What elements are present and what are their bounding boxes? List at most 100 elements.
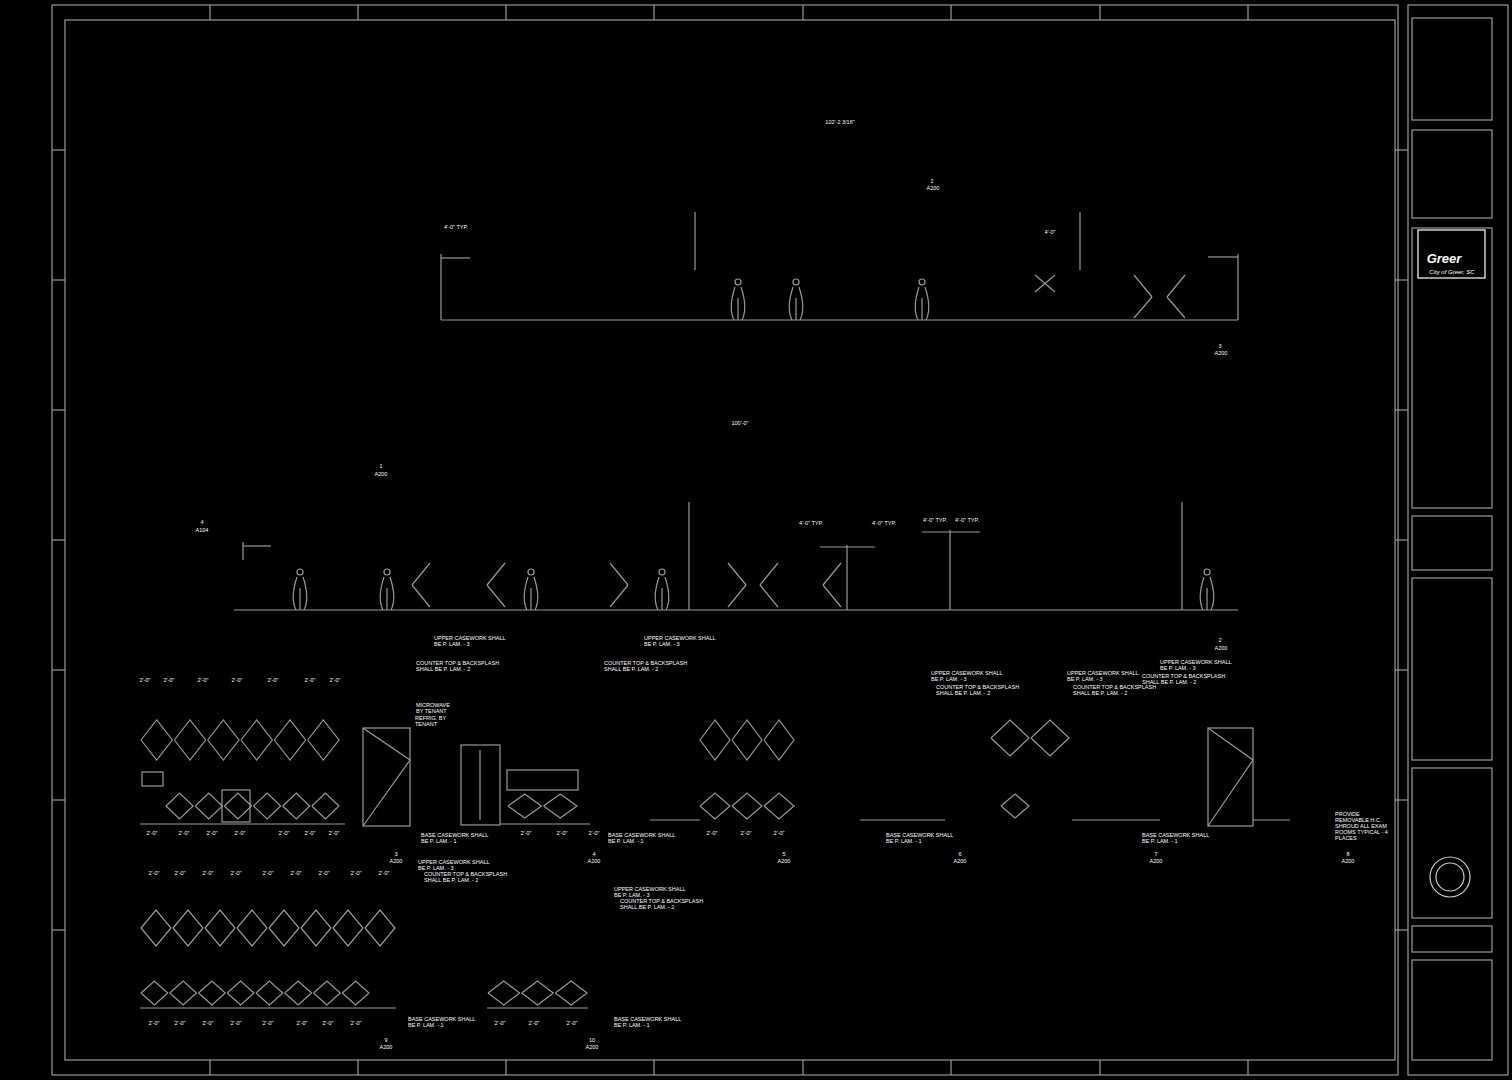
drawing-line [140,1007,396,1008]
title-block-cell [1412,768,1492,918]
casework-note: COUNTER TOP & BACKSPLASH SHALL BE P. LAM… [619,898,705,910]
annotation: 2'-0" [304,677,317,683]
annotation: 2'-0" [197,677,210,683]
drawing-line [950,5,951,20]
human-figure [380,569,394,610]
cabinet-door [1001,794,1029,818]
cabinet-door [227,981,254,1005]
title-block-cell [1412,228,1492,508]
annotation: 1 [378,463,383,469]
human-figure [731,279,745,320]
annotation: 2'-0" [234,830,247,836]
drawing-line [234,609,1238,610]
annotation: 2'-0" [290,870,303,876]
drawing-line [1395,149,1408,150]
drawing-line [52,929,65,930]
drawing-line [1099,5,1100,20]
casework-note: COUNTER TOP & BACKSPLASH SHALL BE P. LAM… [1072,684,1158,696]
title-block-cell [1412,516,1492,570]
drawing-line [357,1060,358,1075]
casework-note: UPPER CASEWORK SHALL BE P. LAM. - 3 [1066,670,1140,682]
annotation: 2 [1217,637,1222,643]
drawing-line [52,409,65,410]
title-block-cell [1412,130,1492,218]
annotation: 2'-0" [706,830,719,836]
annotation: 8 [1345,851,1350,857]
cabinet-door [141,720,172,760]
annotation: 2'-0" [267,677,280,683]
drawing-line [1247,5,1248,20]
door-swing [363,728,410,826]
casework-element [1208,728,1253,826]
drawing-line [487,563,505,585]
cabinet-door [314,981,341,1005]
annotation: 2 [929,178,934,184]
annotation: 2'-0" [206,830,219,836]
drawing-line [1247,1060,1248,1075]
cabinet-door [141,910,171,946]
annotation: 2'-0" [556,830,569,836]
cabinet-door [173,910,203,946]
casework-note: COUNTER TOP & BACKSPLASH SHALL BE P. LAM… [935,684,1021,696]
casework-note: COUNTER TOP & BACKSPLASH SHALL BE P. LAM… [415,660,501,672]
annotation: 7 [1153,851,1158,857]
annotation: 2'-0" [328,830,341,836]
annotation: 2'-0" [318,870,331,876]
cabinet-door [732,793,762,819]
annotation: 10 [588,1037,596,1043]
drawing-line [505,1060,506,1075]
cabinet-door [205,910,235,946]
annotation: A200 [374,471,389,477]
cabinet-door [301,910,331,946]
casework-note: UPPER CASEWORK SHALL BE P. LAM. - 3 [930,670,1004,682]
drawing-line [1395,409,1408,410]
drawing-line [860,819,945,820]
annotation: 4'-0" TYP. [954,517,980,523]
annotation: A200 [585,1044,600,1050]
casework-element [142,772,163,786]
drawing-line [1395,669,1408,670]
annotation: A200 [1149,858,1164,864]
casework-note: MICROWAVE BY TENANT [415,702,457,714]
annotation: 4'-0" TYP. [798,520,824,526]
cabinet-door [555,981,587,1005]
drawing-line [52,279,65,280]
drawing-line [610,585,628,607]
cabinet-door [333,910,363,946]
annotation: 2'-0" [262,870,275,876]
drawing-line [802,5,803,20]
drawing-line [760,563,778,585]
drawing-line [1167,275,1185,297]
drawing-line [440,254,441,320]
casework-note: PROVIDE REMOVABLE H.C. SHROUD ALL EXAM R… [1334,811,1394,841]
cabinet-door [1031,720,1069,756]
drawing-line [1253,819,1290,820]
annotation: A200 [926,185,941,191]
cabinet-door [254,793,281,819]
casework-note: BASE CASEWORK SHALL BE P. LAM. - 1 [407,1016,481,1028]
drawing-line [950,1060,951,1075]
drawing-line [52,539,65,540]
annotation: 2'-0" [178,830,191,836]
annotation: 9 [383,1037,388,1043]
cabinet-door [274,720,305,760]
annotation: 100'-0" [730,420,749,426]
cabinet-door [269,910,299,946]
annotation: A200 [1214,350,1229,356]
drawing-line [1134,297,1152,318]
annotation: A104 [195,527,210,533]
drawing-line [412,563,430,585]
cabinet-door [700,720,730,760]
casework-element [363,728,410,826]
annotation: 2'-0" [329,677,342,683]
annotation: 2'-0" [322,1020,335,1026]
drawing-line [760,585,778,607]
drawing-line [949,530,950,610]
drawing-line [441,319,1238,320]
annotation: 2'-0" [566,1020,579,1026]
cabinet-door [312,793,339,819]
drawing-line [653,1060,654,1075]
drawing-line [412,585,430,607]
cabinet-door [342,981,369,1005]
